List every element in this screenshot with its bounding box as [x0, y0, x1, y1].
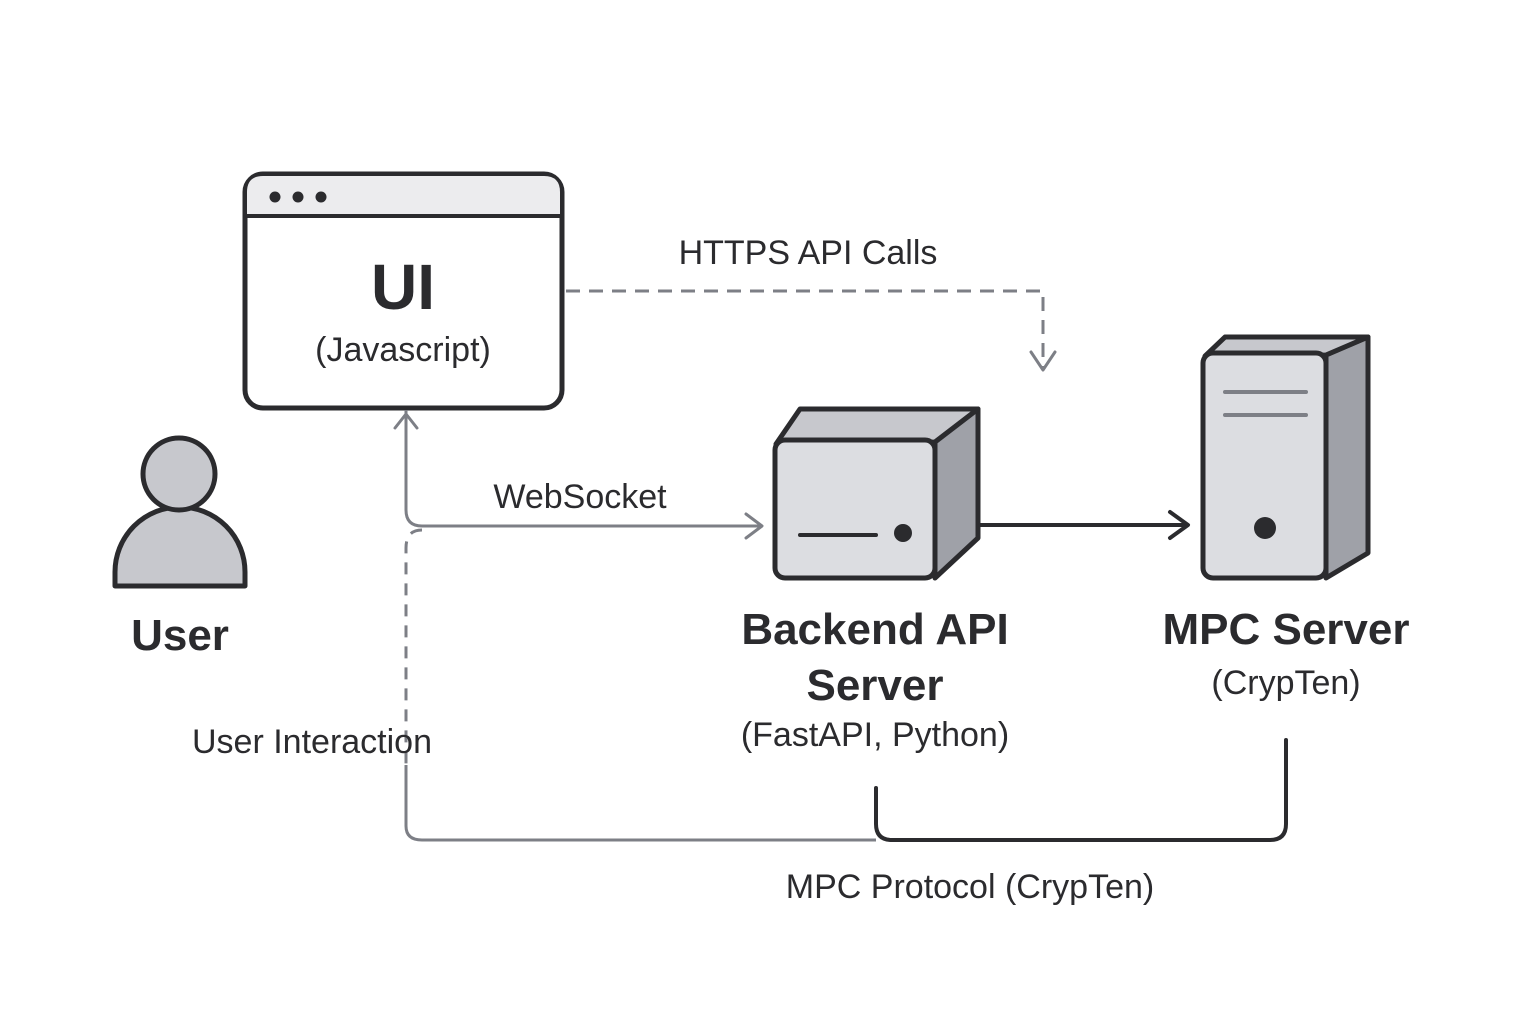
https-connector — [566, 289, 1057, 372]
backend-server-icon — [772, 406, 981, 581]
ui-subtitle: (Javascript) — [315, 331, 491, 369]
backend-title-line1: Backend API — [741, 605, 1009, 654]
user-interaction-label: User Interaction — [192, 723, 432, 761]
backend-title-line2: Server — [806, 661, 944, 710]
user-icon — [112, 435, 248, 589]
backend-subtitle: (FastAPI, Python) — [740, 716, 1010, 754]
mpc-server-icon — [1200, 334, 1371, 581]
websocket-label: WebSocket — [493, 478, 667, 516]
ui-window-icon — [242, 171, 565, 411]
user-interaction-connector — [404, 528, 876, 842]
user-label: User — [131, 611, 229, 660]
mpc-protocol-label: MPC Protocol (CrypTen) — [785, 868, 1155, 906]
mpc-server-title: MPC Server — [1162, 605, 1410, 654]
https-label: HTTPS API Calls — [678, 234, 938, 272]
ui-title: UI — [371, 251, 435, 323]
backend-to-mpc-arrow — [980, 510, 1190, 540]
mpc-protocol-connector — [874, 738, 1288, 842]
mpc-server-subtitle: (CrypTen) — [1211, 664, 1361, 702]
websocket-connector — [393, 410, 764, 540]
